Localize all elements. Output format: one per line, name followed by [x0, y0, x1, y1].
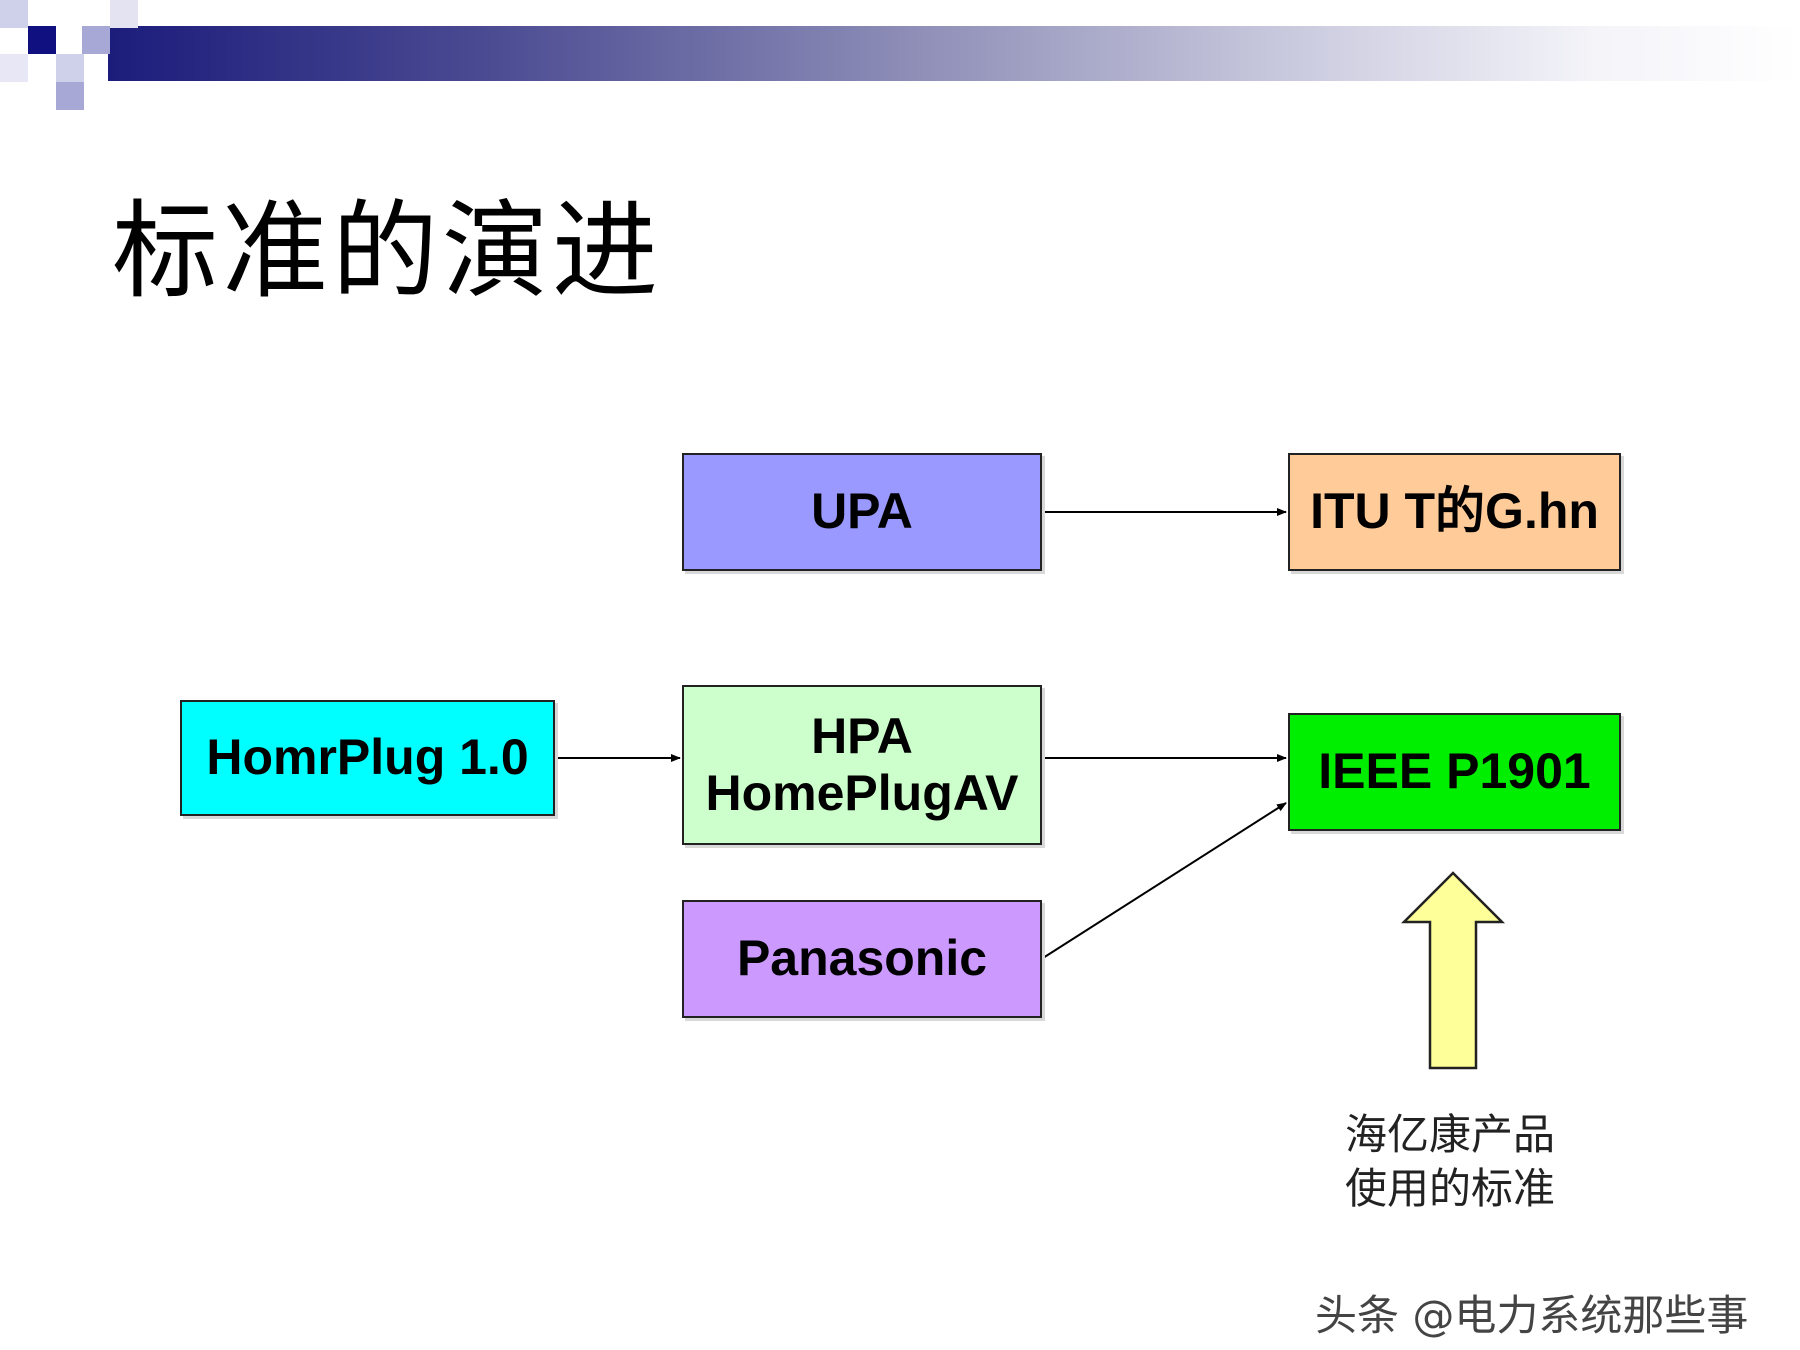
box-itu-ghn: ITU T的G.hn [1288, 453, 1621, 571]
annotation-note: 海亿康产品 使用的标准 [1320, 1108, 1580, 1216]
box-homeplug-1-0: HomrPlug 1.0 [180, 700, 555, 816]
box-upa: UPA [682, 453, 1042, 571]
arrow-panasonic-to-ieee [1042, 802, 1287, 959]
header-gradient-bar [108, 26, 1800, 81]
header-decor-square [28, 26, 56, 54]
slide-title: 标准的演进 [112, 190, 662, 313]
box-ieee-p1901: IEEE P1901 [1288, 713, 1621, 831]
header-decor-square [56, 82, 84, 110]
annotation-line2: 使用的标准 [1344, 1163, 1555, 1213]
highlight-up-arrow [1400, 871, 1506, 1070]
box-homeplug-1-0-label: HomrPlug 1.0 [206, 729, 529, 786]
box-hpa-homeplugav: HPA HomePlugAV [682, 685, 1042, 845]
header-decor-square [0, 54, 28, 82]
box-hpa-label-line2: HomePlugAV [705, 765, 1019, 821]
box-ieee-p1901-label: IEEE P1901 [1318, 743, 1591, 800]
header-decor-square [0, 0, 28, 28]
header-decor-square [82, 26, 110, 54]
box-upa-label: UPA [811, 483, 913, 540]
box-panasonic: Panasonic [682, 900, 1042, 1018]
annotation-line1: 海亿康产品 [1344, 1110, 1555, 1159]
box-itu-ghn-label: ITU T的G.hn [1310, 483, 1599, 540]
header-decor-square [110, 0, 138, 28]
source-watermark: 头条 @电力系统那些事 [1315, 1291, 1749, 1340]
header-decor-square [56, 54, 84, 82]
box-hpa-label-line1: HPA [811, 707, 913, 764]
box-panasonic-label: Panasonic [736, 930, 988, 987]
